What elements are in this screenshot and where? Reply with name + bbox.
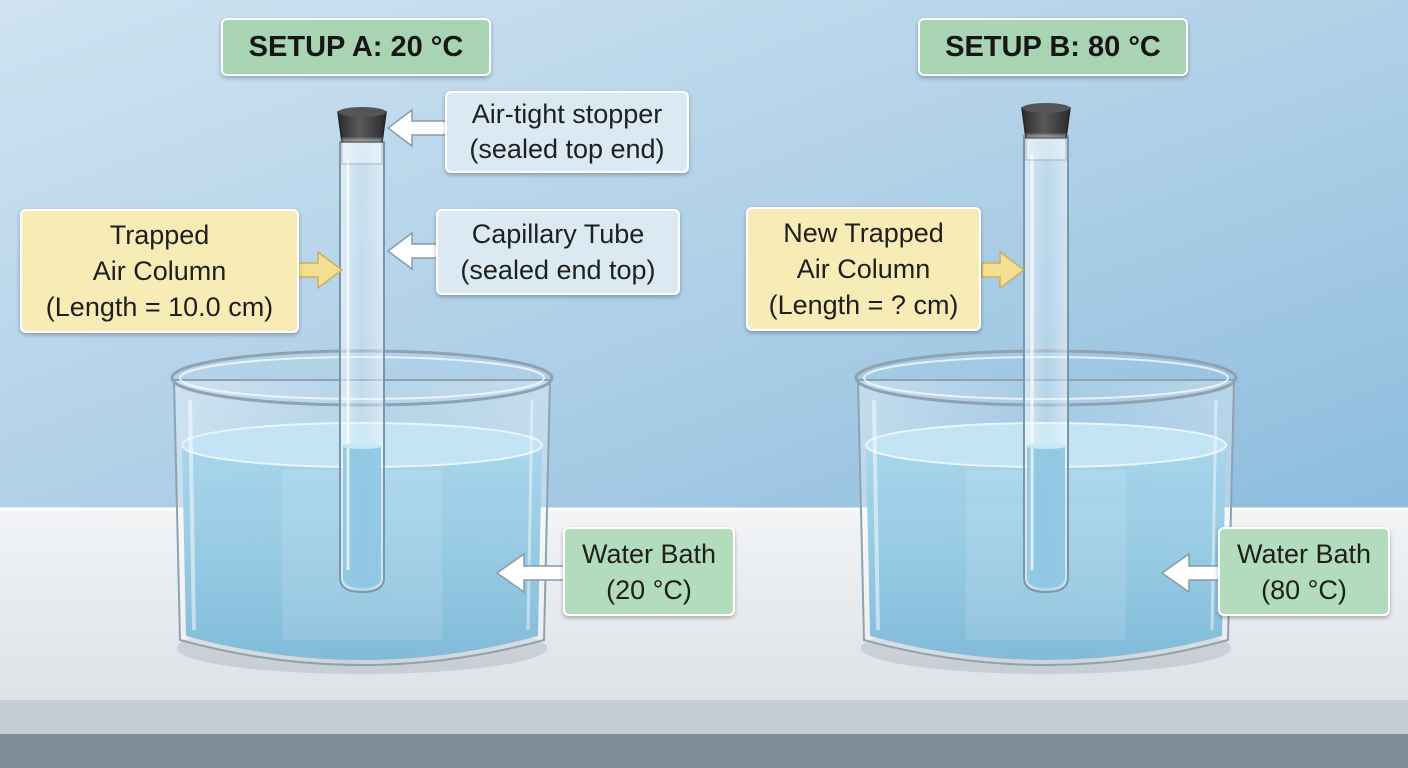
water-bath-a-line-2: (20 °C) — [606, 574, 692, 605]
water-bath-label-a: Water Bath (20 °C) — [563, 527, 735, 616]
tube-label-line-1: Capillary Tube — [471, 219, 645, 249]
capillary-tube-a — [339, 141, 385, 594]
air-column-label-b: New Trapped Air Column (Length = ? cm) — [746, 207, 981, 331]
water-bath-b-line-1: Water Bath — [1236, 538, 1372, 569]
stopper-label-line-2: (sealed top end) — [469, 134, 665, 164]
setup-a-title: SETUP A: 20 °C — [221, 18, 491, 76]
air-column-a-line-1: Trapped — [109, 220, 210, 250]
setup-b-title-text: SETUP B: 80 °C — [945, 31, 1161, 63]
air-column-b-line-2: Air Column — [796, 254, 931, 284]
stopper-label-line-1: Air-tight stopper — [471, 99, 663, 129]
water-bath-a-line-1: Water Bath — [581, 538, 717, 569]
stopper-a — [337, 107, 387, 165]
setup-a-title-text: SETUP A: 20 °C — [248, 31, 464, 63]
capillary-tube-b — [1023, 135, 1069, 594]
water-bath-b-line-2: (80 °C) — [1261, 574, 1347, 605]
air-column-b-line-3: (Length = ? cm) — [768, 290, 959, 320]
water-bath-label-b: Water Bath (80 °C) — [1218, 527, 1390, 616]
stopper-label: Air-tight stopper (sealed top end) — [445, 91, 689, 173]
air-column-label-a: Trapped Air Column (Length = 10.0 cm) — [20, 209, 299, 333]
air-column-a-line-3: (Length = 10.0 cm) — [45, 292, 274, 322]
air-column-b-line-1: New Trapped — [783, 218, 944, 248]
tube-label-line-2: (sealed end top) — [460, 255, 656, 285]
arrow-air-column-b — [981, 250, 1026, 290]
setup-b-title: SETUP B: 80 °C — [918, 18, 1188, 76]
stopper-b — [1021, 103, 1071, 161]
floor-strip — [0, 734, 1408, 768]
air-column-a-line-2: Air Column — [92, 256, 227, 286]
bench-edge — [0, 700, 1408, 734]
capillary-tube-label: Capillary Tube (sealed end top) — [436, 209, 680, 295]
